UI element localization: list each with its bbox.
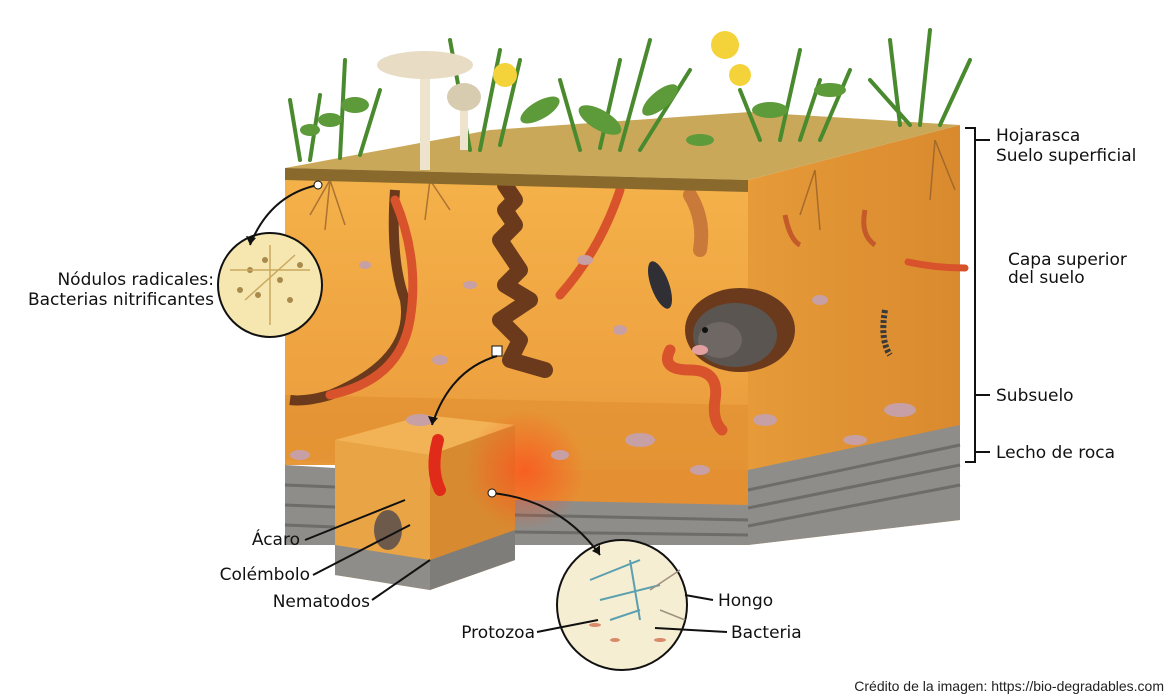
label-suelo-superficial: Suelo superficial [996,146,1136,166]
dandelion-flowers [493,31,751,87]
label-colembolo: Colémbolo [180,565,310,585]
layer-bracket [965,128,990,462]
label-protozoa: Protozoa [420,623,535,643]
label-capa-superior-1: Capa superior [1008,250,1127,270]
label-bacteria: Bacteria [731,623,802,643]
label-nodulos-2: Bacterias nitrificantes [0,290,214,310]
lens-microbes [557,540,687,670]
mite-red [434,440,440,490]
label-subsuelo: Subsuelo [996,386,1074,406]
label-acaro: Ácaro [200,530,300,550]
label-nematodos: Nematodos [240,592,370,612]
cutout-marker [492,346,502,356]
label-nodulos-1: Nódulos radicales: [0,270,214,290]
label-hojarasca: Hojarasca [996,126,1080,146]
lens-root-nodules [218,233,322,337]
label-capa-superior-2: del suelo [1008,268,1085,288]
soil-block [285,125,965,590]
label-hongo: Hongo [718,591,773,611]
springtail [374,510,402,550]
label-lecho-de-roca: Lecho de roca [996,443,1115,463]
image-credit: Crédito de la imagen: https://bio-degrad… [854,678,1164,694]
